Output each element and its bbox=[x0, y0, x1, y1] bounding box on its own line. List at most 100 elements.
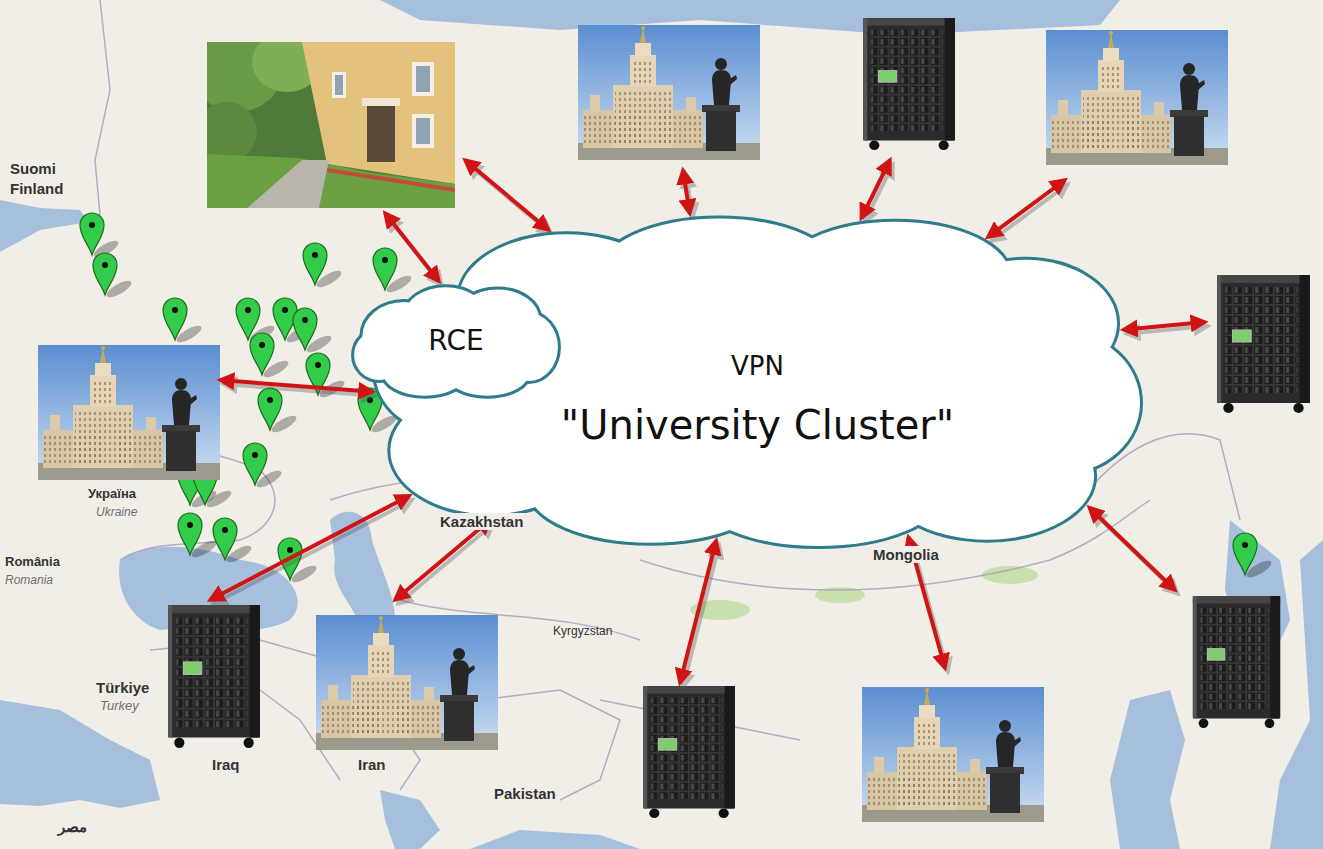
map-label: مصر bbox=[58, 818, 87, 835]
map-label: Iran bbox=[358, 756, 386, 773]
campus-photo bbox=[578, 25, 760, 160]
map-pin bbox=[373, 248, 414, 295]
campus-photo bbox=[316, 615, 498, 750]
pin-body bbox=[373, 248, 397, 290]
map-pin bbox=[293, 308, 334, 355]
map-label: Finland bbox=[10, 180, 63, 197]
pin-dot bbox=[367, 397, 373, 403]
cloud-text: "University Cluster" bbox=[561, 402, 954, 448]
map-pin bbox=[178, 513, 219, 560]
cloud-text: RCE bbox=[428, 325, 483, 357]
cloud-border bbox=[354, 330, 404, 380]
pin-dot bbox=[282, 307, 288, 313]
map-label: Ukraine bbox=[96, 506, 137, 520]
double-arrow bbox=[680, 541, 716, 683]
pin-body bbox=[93, 253, 117, 295]
double-arrow bbox=[988, 180, 1065, 237]
map-label: Pakistan bbox=[494, 785, 556, 802]
double-arrow bbox=[1089, 507, 1175, 590]
map-label: România bbox=[5, 555, 60, 570]
pin-body bbox=[293, 308, 317, 350]
map-pin bbox=[303, 243, 344, 290]
pin-body bbox=[213, 518, 237, 560]
map-label: Iraq bbox=[212, 756, 240, 773]
pin-body bbox=[243, 443, 267, 485]
pin-dot bbox=[1242, 542, 1248, 548]
pin-dot bbox=[89, 222, 95, 228]
country-border bbox=[80, 0, 1240, 800]
pin-body bbox=[303, 243, 327, 285]
campus-photo bbox=[192, 32, 455, 208]
map-label: Romania bbox=[5, 574, 53, 588]
server-picture bbox=[1217, 275, 1310, 413]
server-picture bbox=[643, 686, 735, 818]
pin-body bbox=[163, 298, 187, 340]
pin-body bbox=[250, 333, 274, 375]
map-label: Kazakhstan bbox=[437, 513, 526, 530]
double-arrow bbox=[861, 160, 890, 218]
pin-dot bbox=[287, 547, 293, 553]
pin-dot bbox=[102, 262, 108, 268]
server-picture bbox=[863, 18, 955, 150]
map-label: Україна bbox=[88, 487, 136, 502]
pictures bbox=[38, 18, 1310, 822]
pin-dot bbox=[187, 522, 193, 528]
pin-dot bbox=[312, 252, 318, 258]
double-arrow bbox=[220, 380, 373, 392]
pin-dot bbox=[252, 452, 258, 458]
cloud-text: VPN bbox=[731, 352, 784, 382]
arrow-shadow bbox=[991, 184, 1068, 241]
campus-photo bbox=[38, 345, 220, 480]
map-pin bbox=[258, 388, 299, 435]
cloud-node: RCE bbox=[352, 285, 560, 398]
arrow-shadow bbox=[683, 545, 719, 687]
map-label: Mongolia bbox=[870, 546, 942, 563]
double-arrow bbox=[210, 496, 409, 600]
pin-dot bbox=[382, 257, 388, 263]
map-pin bbox=[1233, 533, 1274, 580]
cloud-border bbox=[375, 308, 528, 435]
map-label: Kyrgyzstan bbox=[553, 625, 612, 639]
map-pin bbox=[163, 298, 204, 345]
map-pin bbox=[80, 213, 121, 260]
server-picture bbox=[168, 605, 260, 748]
double-arrow bbox=[385, 213, 439, 281]
pin-dot bbox=[302, 317, 308, 323]
map-pin bbox=[250, 333, 291, 380]
pin-body bbox=[1233, 533, 1257, 575]
pin-dot bbox=[259, 342, 265, 348]
double-arrow bbox=[395, 519, 491, 600]
pin-dot bbox=[245, 307, 251, 313]
pin-dot bbox=[315, 362, 321, 368]
cloud-fill bbox=[354, 330, 404, 380]
arrow-shadow bbox=[213, 500, 412, 604]
map-label: Suomi bbox=[10, 160, 56, 177]
map-pin bbox=[243, 443, 284, 490]
arrows bbox=[210, 160, 1208, 687]
map-pins bbox=[80, 213, 1274, 585]
arrow-shadow bbox=[398, 523, 494, 604]
pin-body bbox=[80, 213, 104, 255]
double-arrow bbox=[1123, 322, 1205, 330]
campus-photo bbox=[1046, 30, 1228, 165]
map-pin bbox=[93, 253, 134, 300]
pin-dot bbox=[267, 397, 273, 403]
double-arrow bbox=[683, 170, 690, 213]
double-arrow bbox=[465, 160, 549, 230]
server-picture bbox=[1193, 596, 1280, 728]
map-label: Türkiye bbox=[96, 679, 149, 696]
pin-body bbox=[178, 513, 202, 555]
map-label: Turkey bbox=[100, 699, 139, 714]
cloud-fill bbox=[375, 308, 528, 435]
campus-photo bbox=[862, 687, 1044, 822]
pin-body bbox=[258, 388, 282, 430]
map-pin bbox=[213, 518, 254, 565]
pin-dot bbox=[172, 307, 178, 313]
pin-dot bbox=[222, 527, 228, 533]
arrow-shadow bbox=[864, 164, 893, 222]
